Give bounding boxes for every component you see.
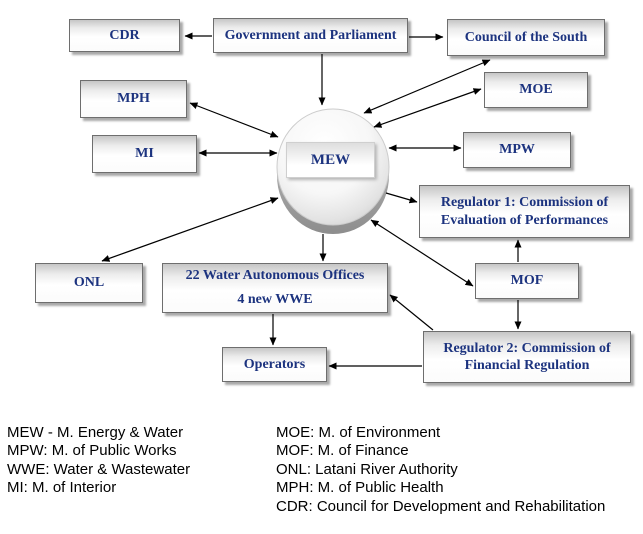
node-moe: MOE [484,72,588,108]
node-mew-label: MEW [310,151,351,168]
node-water-offices-line2: 4 new WWE [237,292,313,308]
node-water-offices-line1: 22 Water Autonomous Offices [185,268,365,284]
legend-item-cdr: CDR: Council for Development and Rehabil… [276,497,606,515]
node-onl: ONL [35,263,143,303]
node-mph-label: MPH [117,91,150,107]
legend-item-mi: MI: M. of Interior [7,479,117,497]
node-mof: MOF [475,263,579,299]
legend-item-mpw: MPW: M. of Public Works [7,442,177,460]
node-mew: MEW [286,142,375,178]
legend-item-onl: ONL: Latani River Authority [276,460,458,478]
node-regulator2: Regulator 2: Commission of Financial Reg… [423,331,631,383]
node-regulator1-line1: Regulator 1: Commission of [440,195,609,210]
node-onl-label: ONL [73,275,105,291]
legend-item-mph: MPH: M. of Public Health [276,479,444,497]
node-cdr: CDR [69,19,180,52]
node-operators: Operators [222,347,327,382]
node-council-label: Council of the South [464,29,588,45]
legend: MEW - M. Energy & Water MPW: M. of Publi… [0,424,643,534]
node-mph: MPH [80,80,187,118]
node-council: Council of the South [447,19,605,56]
legend-item-mew: MEW - M. Energy & Water [7,424,184,441]
legend-left-column: MEW - M. Energy & Water MPW: M. of Publi… [7,424,190,498]
legend-item-moe: MOE: M. of Environment [276,424,441,441]
legend-item-wwe: WWE: Water & Wastewater [7,460,191,478]
node-operators-label: Operators [243,356,306,372]
node-government-label: Government and Parliament [224,27,397,43]
node-water-offices: 22 Water Autonomous Offices 4 new WWE [162,263,388,313]
node-mpw-label: MPW [499,142,535,158]
legend-right-column: MOE: M. of Environment MOF: M. of Financ… [276,424,605,516]
node-cdr-label: CDR [109,27,140,43]
node-moe-label: MOE [519,82,553,98]
node-regulator1: Regulator 1: Commission of Evaluation of… [419,185,630,238]
node-regulator2-line1: Regulator 2: Commission of [443,340,611,356]
node-mpw: MPW [463,132,571,168]
node-mof-label: MOF [510,273,544,289]
node-mi: MI [92,135,197,173]
node-government: Government and Parliament [213,18,408,53]
node-regulator2-line2: Financial Regulation [464,358,590,373]
node-mi-label: MI [135,146,154,162]
legend-item-mof: MOF: M. of Finance [276,442,409,460]
node-regulator1-line2: Evaluation of Performances [440,212,609,228]
